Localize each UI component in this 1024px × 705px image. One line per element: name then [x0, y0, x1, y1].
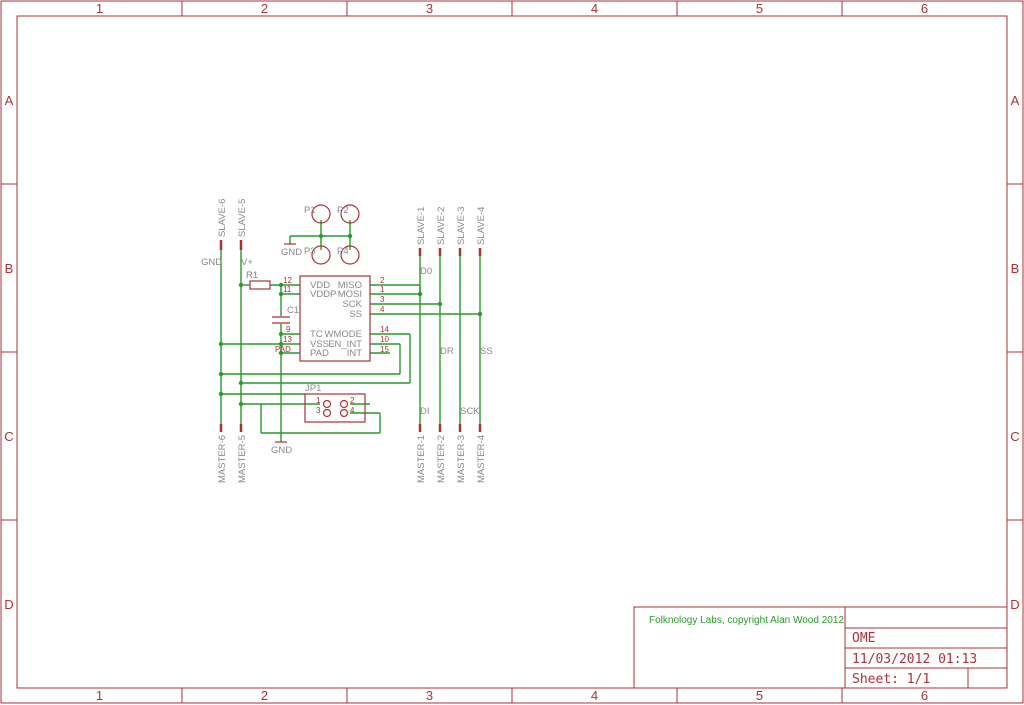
part-label-c1: C1 [287, 305, 299, 316]
port-label-slave-4: SLAVE-4 [476, 207, 487, 245]
port-label-slave-1: SLAVE-1 [416, 207, 427, 245]
row-label-right-D: D [1010, 597, 1019, 612]
ic-pin-num-9: 9 [286, 325, 291, 334]
pad-label-p3: P3 [304, 246, 316, 257]
jp1-pin-4: 4 [350, 406, 355, 415]
resistor-r1: R1 [246, 270, 271, 290]
port-label-slave-6: SLAVE-6 [217, 199, 228, 237]
port-label-master-6: MASTER-6 [217, 435, 228, 483]
ic-pin-num-12: 12 [283, 276, 292, 285]
ic-pin-vddp: VDDP [310, 289, 336, 300]
net-label-dr: DR [440, 346, 454, 357]
ic-pin-int: INT [347, 348, 363, 359]
net-label-vplus: V+ [241, 257, 253, 268]
ic-pin-wmode: WMODE [325, 329, 362, 340]
ic-pin-num-1: 1 [380, 285, 385, 294]
net-labels: GND V+ GND D0 DR SS DI SCK GND [201, 247, 493, 456]
title-block-date: 11/03/2012 01:13 [852, 652, 977, 667]
pad-label-p2: P2 [337, 205, 349, 216]
ic-pin-num-4: 4 [380, 305, 385, 314]
net-label-sck: SCK [460, 406, 480, 417]
master-port-labels: MASTER-6 MASTER-5 MASTER-1 MASTER-2 MAST… [217, 435, 487, 483]
capacitor-c1: C1 [272, 305, 299, 324]
row-labels-left: A B C D [4, 93, 13, 612]
net-label-ss: SS [480, 346, 493, 357]
row-label-left-A: A [5, 93, 14, 108]
row-label-right-B: B [1011, 261, 1020, 276]
column-label-bottom-2: 2 [261, 688, 268, 703]
column-label-top-4: 4 [591, 1, 598, 16]
port-label-master-1: MASTER-1 [416, 435, 427, 483]
part-label-r1: R1 [246, 270, 258, 281]
title-block-sheet: Sheet: 1/1 [852, 672, 930, 687]
port-label-slave-2: SLAVE-2 [436, 207, 447, 245]
schematic-wires [220, 220, 481, 442]
title-block: Folknology Labs, copyright Alan Wood 201… [633, 606, 1008, 689]
ic-pin-vdd: VDD [310, 280, 330, 291]
row-label-right-C: C [1010, 429, 1019, 444]
part-label-jp1: JP1 [305, 383, 321, 394]
pad-label-p4: P4 [337, 246, 349, 257]
column-label-bottom-1: 1 [96, 688, 103, 703]
title-block-credit: Folknology Labs, copyright Alan Wood 201… [649, 615, 844, 626]
port-label-slave-3: SLAVE-3 [456, 207, 467, 245]
wire-junctions [218, 233, 483, 407]
jumper-jp1: JP1 1 2 3 4 [304, 383, 366, 423]
ic-pin-num-13: 13 [283, 335, 292, 344]
ic-pin-num-14: 14 [380, 325, 389, 334]
port-label-master-4: MASTER-4 [476, 435, 487, 483]
port-label-master-2: MASTER-2 [436, 435, 447, 483]
port-pin-ends [219, 240, 482, 432]
column-label-top-3: 3 [426, 1, 433, 16]
port-label-master-5: MASTER-5 [237, 435, 248, 483]
ic-pin-num-3: 3 [380, 295, 385, 304]
column-label-bottom-4: 4 [591, 688, 598, 703]
column-label-bottom-6: 6 [921, 688, 928, 703]
ic-pin-pad: PAD [310, 348, 329, 359]
column-label-top-1: 1 [96, 1, 103, 16]
ic-pin-tc: TC [310, 329, 323, 340]
title-block-title: OME [852, 631, 875, 646]
jp1-pin-1: 1 [316, 396, 321, 405]
ic-pin-num-2: 2 [380, 276, 385, 285]
ic-pin-num-15: 15 [380, 345, 389, 354]
row-labels-right: A B C D [1010, 93, 1019, 612]
net-label-gnd-top: GND [281, 247, 302, 258]
slave-port-labels: SLAVE-6 SLAVE-5 SLAVE-1 SLAVE-2 SLAVE-3 … [217, 199, 487, 245]
column-label-bottom-3: 3 [426, 688, 433, 703]
jp1-pin-3: 3 [316, 406, 321, 415]
column-label-top-5: 5 [756, 1, 763, 16]
column-labels-bottom: 1 2 3 4 5 6 [96, 688, 928, 703]
port-label-master-3: MASTER-3 [456, 435, 467, 483]
touch-pads: P1 P2 P3 P4 [304, 204, 360, 265]
ic-pin-miso: MISO [338, 280, 362, 291]
row-label-right-A: A [1011, 93, 1020, 108]
column-label-bottom-5: 5 [756, 688, 763, 703]
ic-pin-ss: SS [349, 309, 362, 320]
port-label-slave-5: SLAVE-5 [237, 199, 248, 237]
ic-pin-num-pad: PAD [275, 345, 291, 354]
ic-pin-sck: SCK [342, 299, 362, 310]
gnd-symbols [275, 243, 296, 443]
ic-pin-mosi: MOSI [338, 289, 362, 300]
column-label-top-2: 2 [261, 1, 268, 16]
ic-pin-num-11: 11 [283, 285, 292, 294]
column-label-top-6: 6 [921, 1, 928, 16]
pad-label-p1: P1 [304, 205, 316, 216]
net-label-gnd-bottom: GND [271, 445, 292, 456]
net-label-d0: D0 [420, 266, 432, 277]
jp1-pin-2: 2 [350, 396, 355, 405]
row-label-left-B: B [5, 261, 14, 276]
row-label-left-D: D [4, 597, 13, 612]
net-label-di: DI [420, 406, 430, 417]
row-label-left-C: C [4, 429, 13, 444]
ic-pin-vss: VSS [310, 339, 329, 350]
net-label-gnd-left: GND [201, 257, 222, 268]
column-labels-top: 1 2 3 4 5 6 [96, 1, 928, 16]
ic-pin-en-int: EN_INT [328, 339, 362, 350]
ic-pin-num-10: 10 [380, 335, 389, 344]
ic-chip: VDD VDDP TC VSS PAD MISO MOSI SCK SS WMO… [275, 275, 389, 362]
